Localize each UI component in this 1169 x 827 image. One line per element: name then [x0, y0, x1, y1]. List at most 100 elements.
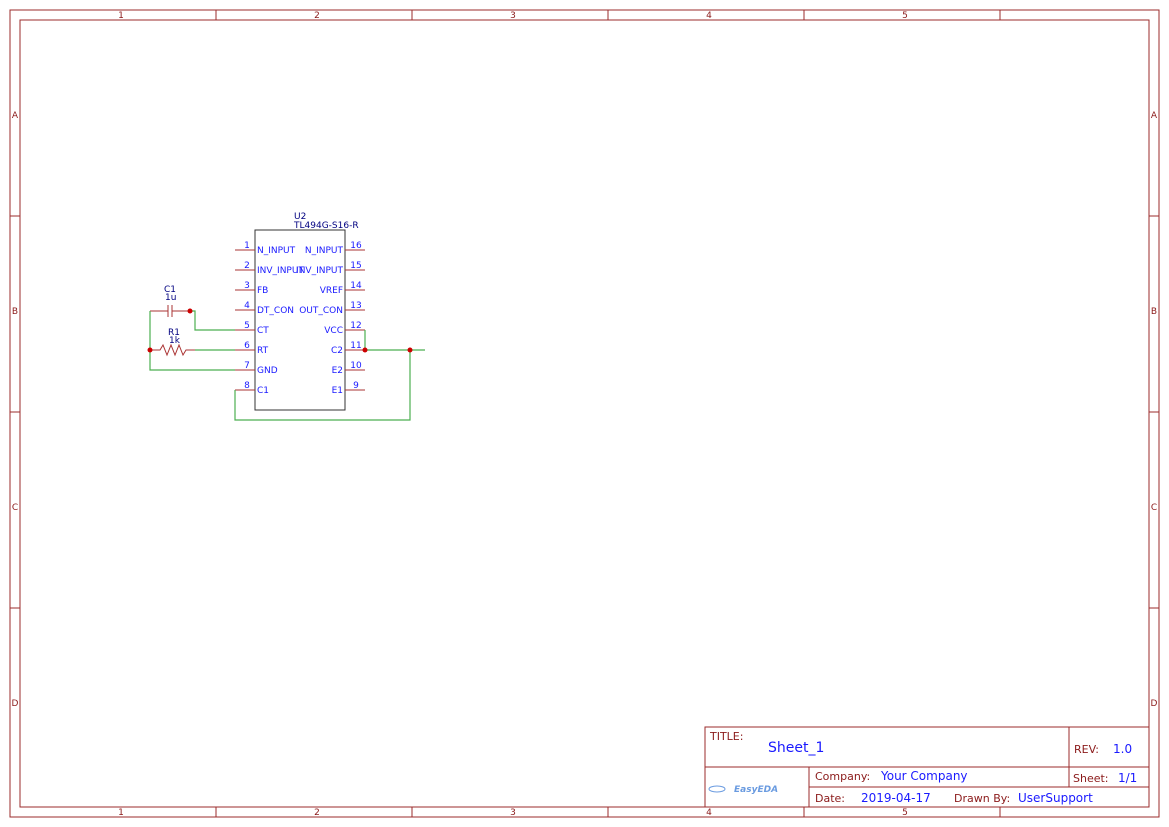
junction-dot — [187, 308, 193, 314]
junction-dot — [362, 347, 368, 353]
title-label: TITLE: — [709, 730, 743, 743]
row-label: C — [1151, 503, 1157, 513]
r1-designator: R1 — [168, 328, 180, 338]
row-label: B — [1151, 307, 1157, 317]
junction-dot — [147, 347, 153, 353]
company-label: Company: — [815, 770, 870, 783]
pin-name: N_INPUT — [305, 246, 344, 256]
column-label: 2 — [314, 11, 320, 21]
column-labels-top: 1 2 3 4 5 — [118, 11, 908, 21]
easyeda-logo: EasyEDA — [708, 785, 778, 795]
rev-label: REV: — [1074, 743, 1099, 756]
pin-name: C1 — [257, 386, 269, 396]
sheet-title: Sheet_1 — [768, 740, 824, 756]
sheet-frame — [9, 9, 1160, 818]
u2-value: TL494G-S16-R — [293, 221, 359, 231]
pin-number: 16 — [350, 241, 362, 251]
u2-body — [254, 229, 346, 411]
pin-9[interactable]: 9E1 — [332, 381, 365, 396]
c1-designator: C1 — [164, 285, 176, 295]
r1-value: 1k — [169, 336, 181, 346]
wires — [147, 308, 425, 421]
row-label: B — [12, 307, 18, 317]
date-value: 2019-04-17 — [861, 791, 931, 805]
date-label: Date: — [815, 792, 845, 805]
column-label: 2 — [314, 808, 320, 818]
sheet-label: Sheet: — [1073, 772, 1109, 785]
pin-number: 1 — [244, 241, 250, 251]
capacitor-c1[interactable]: C1 1u — [150, 285, 190, 317]
pin-number: 3 — [244, 281, 250, 291]
svg-text:EasyEDA: EasyEDA — [734, 785, 778, 795]
pin-name: E1 — [332, 386, 343, 396]
pin-number: 12 — [350, 321, 361, 331]
pin-name: GND — [257, 366, 278, 376]
column-label: 3 — [510, 11, 516, 21]
resistor-r1[interactable]: R1 1k — [150, 328, 195, 357]
sheet-value: 1/1 — [1118, 771, 1137, 785]
pin-number: 7 — [244, 361, 250, 371]
pin-name: OUT_CON — [299, 306, 343, 316]
pin-name: INV_INPUT — [257, 266, 304, 276]
pin-number: 2 — [244, 261, 250, 271]
column-label: 3 — [510, 808, 516, 818]
pin-number: 14 — [350, 281, 362, 291]
row-labels-left: A B C D — [12, 111, 19, 709]
pin-name: CT — [257, 326, 269, 336]
wire[interactable] — [190, 310, 235, 331]
column-label: 5 — [902, 11, 908, 21]
pin-number: 9 — [353, 381, 359, 391]
pin-16[interactable]: 16N_INPUT — [305, 241, 365, 256]
pin-number: 15 — [350, 261, 361, 271]
column-label: 5 — [902, 808, 908, 818]
rev-value: 1.0 — [1113, 742, 1132, 756]
pin-number: 10 — [350, 361, 362, 371]
row-label: A — [12, 111, 19, 121]
pin-name: N_INPUT — [257, 246, 296, 256]
u2-designator: U2 — [294, 212, 306, 222]
wire[interactable] — [149, 311, 235, 371]
pin-name: C2 — [331, 346, 343, 356]
drawn-by-value: UserSupport — [1018, 791, 1093, 805]
row-labels-right: A B C D — [1151, 111, 1158, 709]
pin-number: 13 — [350, 301, 361, 311]
pin-number: 8 — [244, 381, 250, 391]
pin-name: INV_INPUT — [296, 266, 343, 276]
pin-name: VCC — [324, 326, 343, 336]
pin-name: DT_CON — [257, 306, 294, 316]
column-label: 4 — [706, 11, 712, 21]
column-label: 1 — [118, 11, 124, 21]
wire[interactable] — [234, 350, 411, 421]
row-label: A — [1151, 111, 1158, 121]
c1-value: 1u — [165, 293, 176, 303]
pin-number: 11 — [350, 341, 361, 351]
pin-number: 4 — [244, 301, 250, 311]
row-label: D — [12, 699, 19, 709]
pin-number: 5 — [244, 321, 250, 331]
column-labels-bottom: 1 2 3 4 5 — [118, 808, 908, 818]
wire[interactable] — [364, 330, 425, 351]
title-block: TITLE: Sheet_1 REV: 1.0 Company: Your Co… — [704, 726, 1150, 808]
pin-number: 6 — [244, 341, 250, 351]
pin-name: FB — [257, 286, 268, 296]
pin-name: VREF — [320, 286, 343, 296]
row-label: D — [1151, 699, 1158, 709]
column-label: 4 — [706, 808, 712, 818]
row-label: C — [12, 503, 18, 513]
